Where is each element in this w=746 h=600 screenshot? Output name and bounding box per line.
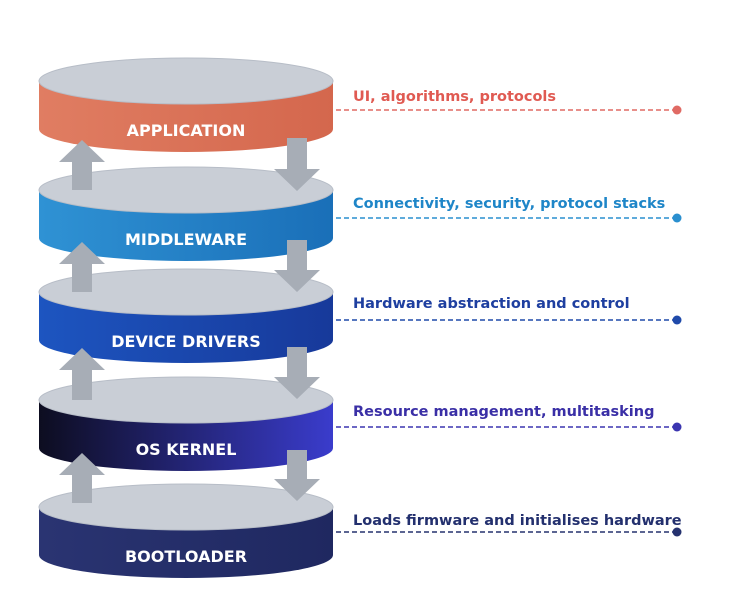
up-arrow-icon <box>59 348 105 400</box>
up-arrow-icon <box>59 140 105 190</box>
layers-group: BOOTLOADER Loads firmware and initialises… <box>38 57 682 578</box>
up-arrow-icon <box>59 453 105 503</box>
down-arrow-icon <box>274 450 320 501</box>
layer-application-label: APPLICATION <box>127 121 246 140</box>
layer-middleware-top <box>38 166 334 214</box>
layer-device-drivers-top <box>38 268 334 316</box>
layer-bootloader-label: BOOTLOADER <box>125 547 247 566</box>
layer-os-kernel-top <box>38 376 334 424</box>
layer-application-leader-dot <box>672 105 682 115</box>
layer-application: APPLICATION UI, algorithms, protocols <box>38 57 682 152</box>
layer-middleware: MIDDLEWARE Connectivity, security, protoc… <box>38 166 682 261</box>
layer-application-description: UI, algorithms, protocols <box>353 89 556 105</box>
down-arrow-icon <box>274 240 320 292</box>
layer-middleware-label: MIDDLEWARE <box>125 230 247 249</box>
layer-os-kernel: OS KERNEL Resource management, multitaski… <box>38 376 682 471</box>
layer-middleware-leader-dot <box>672 213 682 223</box>
layer-bootloader-top <box>38 483 334 531</box>
layer-os-kernel-leader-dot <box>672 422 682 432</box>
layer-bootloader-leader-dot <box>672 527 682 537</box>
layer-middleware-description: Connectivity, security, protocol stacks <box>353 196 665 212</box>
layer-device-drivers-description: Hardware abstraction and control <box>353 296 630 312</box>
layer-device-drivers-label: DEVICE DRIVERS <box>111 332 261 351</box>
down-arrow-icon <box>274 138 320 191</box>
layer-device-drivers-leader-dot <box>672 315 682 325</box>
layer-application-top <box>38 57 334 105</box>
layer-bootloader: BOOTLOADER Loads firmware and initialises… <box>38 483 682 578</box>
layer-os-kernel-label: OS KERNEL <box>136 440 237 459</box>
up-arrow-icon <box>59 242 105 292</box>
down-arrow-icon <box>274 347 320 399</box>
layer-os-kernel-description: Resource management, multitasking <box>353 404 654 420</box>
layer-bootloader-description: Loads firmware and initialises hardware <box>353 513 682 529</box>
layer-device-drivers: DEVICE DRIVERS Hardware abstraction and c… <box>38 268 682 363</box>
